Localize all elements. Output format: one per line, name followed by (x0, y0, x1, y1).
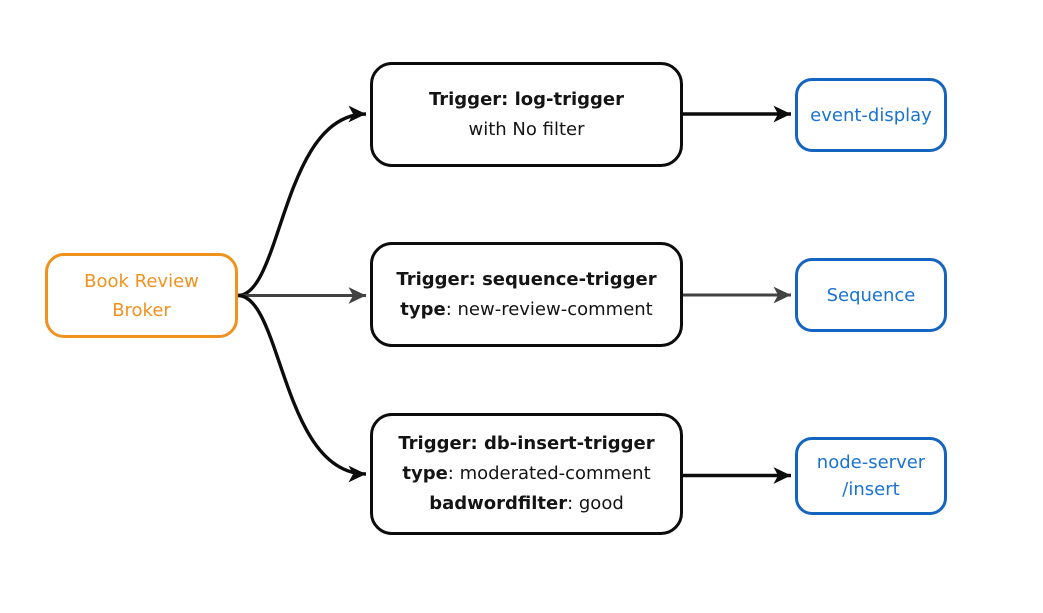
trigger-detail: with No filter (468, 118, 585, 140)
sink-node-event-display: event-display (795, 78, 947, 152)
sink-label: Sequence (826, 284, 916, 306)
trigger-title: Trigger: log-trigger (428, 88, 625, 110)
trigger-title: Trigger: sequence-trigger (396, 268, 657, 290)
edge-broker-to-log-trigger (237, 105, 367, 298)
trigger-node-log-trigger: Trigger: log-trigger with No filter (370, 62, 683, 167)
trigger-detail: type: new-review-comment (400, 298, 653, 320)
broker-node: Book Review Broker (45, 253, 238, 338)
trigger-title: Trigger: db-insert-trigger (398, 433, 655, 454)
sink-label: node-server /insert (816, 452, 926, 500)
broker-label: Book Review Broker (84, 270, 199, 321)
trigger-node-sequence-trigger: Trigger: sequence-trigger type: new-revi… (370, 242, 683, 347)
sink-node-node-server-insert: node-server /insert (795, 437, 947, 515)
edge-broker-to-db-insert-trigger (237, 293, 367, 483)
sink-node-sequence: Sequence (795, 258, 947, 332)
trigger-node-db-insert-trigger: Trigger: db-insert-trigger type: moderat… (370, 413, 683, 535)
trigger-detail: type: moderated-comment (402, 463, 651, 484)
trigger-detail: badwordfilter: good (429, 493, 624, 514)
sink-label: event-display (810, 104, 932, 126)
